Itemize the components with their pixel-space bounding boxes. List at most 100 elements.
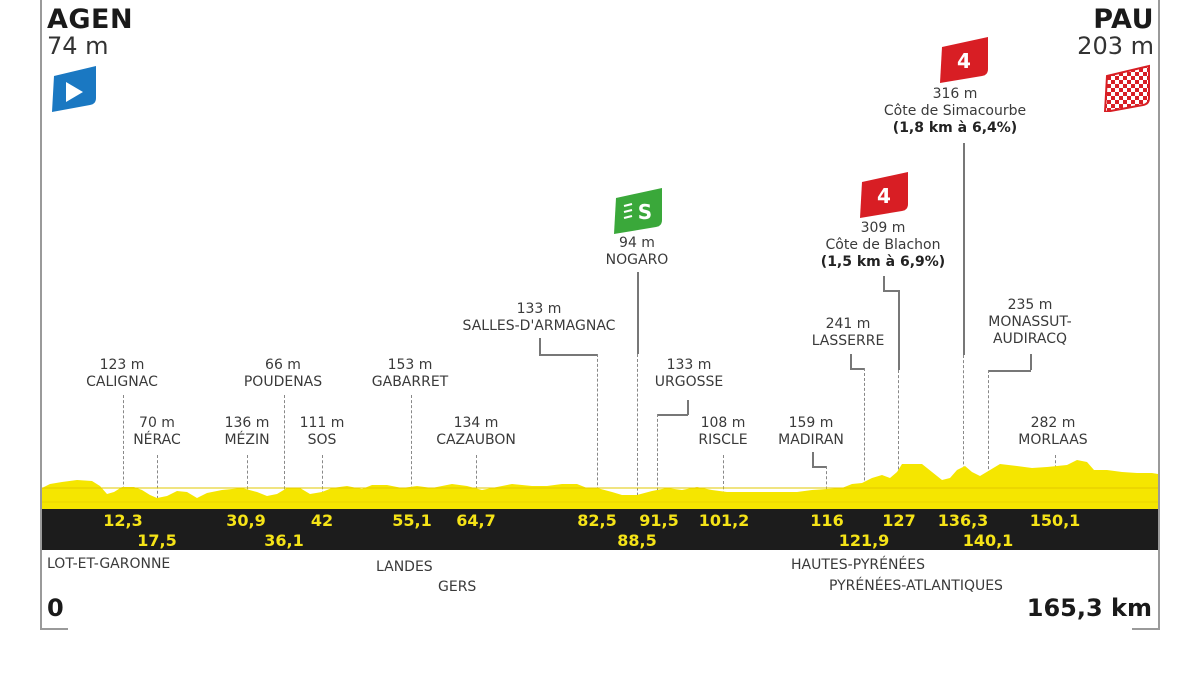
climb-name: Côte de Blachon xyxy=(825,237,941,253)
km-marker: 91,5 xyxy=(639,511,679,530)
climb-label-simacourbe: 316 m Côte de Simacourbe (1,8 km à 6,4%) xyxy=(884,86,1026,137)
waypoint-name: MORLAAS xyxy=(1018,432,1088,448)
distance-end: 165,3 km xyxy=(1026,594,1152,622)
waypoint-label: 241 m LASSERRE xyxy=(812,316,885,350)
marker-dashed-line xyxy=(476,455,477,510)
leader-line xyxy=(812,466,827,468)
climb-category: 4 xyxy=(957,49,971,73)
department-label: HAUTES-PYRÉNÉES xyxy=(791,557,925,573)
waypoint-name: URGOSSE xyxy=(654,374,724,390)
climb-detail: (1,8 km à 6,4%) xyxy=(892,120,1018,136)
waypoint-label: 133 m SALLES-D'ARMAGNAC xyxy=(463,301,616,335)
waypoint-label: 123 m CALIGNAC xyxy=(86,357,158,391)
frame-right-border xyxy=(1158,0,1160,630)
km-marker: 64,7 xyxy=(456,511,496,530)
waypoint-altitude: 108 m xyxy=(700,415,746,431)
marker-dashed-line xyxy=(898,370,899,510)
climb-leader-line xyxy=(898,290,900,370)
km-marker: 36,1 xyxy=(264,531,304,550)
elevation-profile xyxy=(42,460,1158,510)
marker-dashed-line xyxy=(988,370,989,550)
department-label: LANDES xyxy=(376,559,433,575)
leader-line xyxy=(850,368,865,370)
climb-leader-line xyxy=(883,276,885,290)
waypoint-name: MADIRAN xyxy=(778,432,844,448)
department-label: GERS xyxy=(438,579,477,595)
km-marker: 136,3 xyxy=(937,511,989,530)
marker-dashed-line xyxy=(657,414,658,510)
sprint-name: NOGARO xyxy=(605,252,669,268)
climb-cat4-badge-icon: 4 xyxy=(938,35,990,83)
climb-label-blachon: 309 m Côte de Blachon (1,5 km à 6,9%) xyxy=(821,220,945,271)
waypoint-name: CAZAUBON xyxy=(436,432,516,448)
km-marker: 12,3 xyxy=(103,511,143,530)
climb-leader-line xyxy=(883,290,899,292)
km-marker: 101,2 xyxy=(698,511,750,530)
waypoint-label: 153 m GABARRET xyxy=(372,357,448,391)
start-flag-icon xyxy=(50,64,100,112)
frame-left-border xyxy=(40,0,42,630)
frame-right-foot xyxy=(1132,628,1160,630)
leader-line xyxy=(988,370,1031,372)
climb-name: Côte de Simacourbe xyxy=(883,103,1027,119)
climb-category: 4 xyxy=(877,184,891,208)
waypoint-label: 282 m MORLAAS xyxy=(1018,415,1087,449)
climb-detail: (1,5 km à 6,9%) xyxy=(820,254,946,270)
km-marker: 82,5 xyxy=(577,511,617,530)
sprint-leader-line xyxy=(637,272,639,354)
marker-dashed-line xyxy=(123,395,124,510)
start-city: AGEN xyxy=(47,4,134,35)
waypoint-name: RISCLE xyxy=(698,432,748,448)
waypoint-altitude: 159 m xyxy=(788,415,834,431)
sprint-label: S xyxy=(638,200,652,224)
km-marker: 17,5 xyxy=(137,531,177,550)
finish-city: PAU xyxy=(1093,4,1154,35)
climb-altitude: 316 m xyxy=(932,86,978,102)
waypoint-altitude: 123 m xyxy=(99,357,145,373)
km-marker: 116 xyxy=(810,511,844,530)
km-marker: 55,1 xyxy=(392,511,432,530)
km-marker: 121,9 xyxy=(838,531,890,550)
waypoint-altitude: 66 m xyxy=(265,357,301,373)
waypoint-label: 66 m POUDENAS xyxy=(244,357,322,391)
waypoint-label: 235 m MONASSUT- AUDIRACQ xyxy=(988,297,1072,347)
leader-line xyxy=(539,338,541,354)
marker-dashed-line xyxy=(597,354,598,510)
marker-dashed-line xyxy=(723,455,724,510)
sprint-altitude: 94 m xyxy=(619,235,655,251)
marker-dashed-line xyxy=(864,368,865,550)
marker-dashed-line xyxy=(411,395,412,510)
marker-dashed-line xyxy=(963,355,964,510)
waypoint-name: GABARRET xyxy=(371,374,449,390)
waypoint-altitude: 136 m xyxy=(224,415,270,431)
finish-altitude: 203 m xyxy=(1077,32,1154,60)
km-marker: 140,1 xyxy=(962,531,1014,550)
waypoint-name: NÉRAC xyxy=(133,432,181,448)
leader-line xyxy=(1030,354,1032,370)
marker-dashed-line xyxy=(284,395,285,550)
waypoint-label: 70 m NÉRAC xyxy=(133,415,181,449)
waypoint-label: 108 m RISCLE xyxy=(698,415,747,449)
waypoint-altitude: 134 m xyxy=(453,415,499,431)
climb-altitude: 309 m xyxy=(860,220,906,236)
finish-checkered-flag-icon xyxy=(1103,64,1153,112)
waypoint-name: CALIGNAC xyxy=(86,374,158,390)
waypoint-altitude: 70 m xyxy=(139,415,175,431)
waypoint-name: SOS xyxy=(307,432,337,448)
km-marker: 150,1 xyxy=(1029,511,1081,530)
sprint-badge-icon: S xyxy=(612,186,664,234)
leader-line xyxy=(850,354,852,368)
km-marker: 30,9 xyxy=(226,511,266,530)
leader-line xyxy=(687,400,689,415)
waypoint-name: POUDENAS xyxy=(243,374,323,390)
leader-line xyxy=(812,452,814,466)
marker-dashed-line xyxy=(322,455,323,510)
waypoint-name: MÉZIN xyxy=(224,432,270,448)
climb-leader-line xyxy=(963,143,965,355)
department-label: LOT-ET-GARONNE xyxy=(47,556,171,572)
waypoint-altitude: 235 m xyxy=(1007,297,1053,313)
waypoint-label: 136 m MÉZIN xyxy=(224,415,269,449)
waypoint-altitude: 133 m xyxy=(516,301,562,317)
waypoint-name: SALLES-D'ARMAGNAC xyxy=(462,318,616,334)
waypoint-label: 111 m SOS xyxy=(300,415,345,449)
